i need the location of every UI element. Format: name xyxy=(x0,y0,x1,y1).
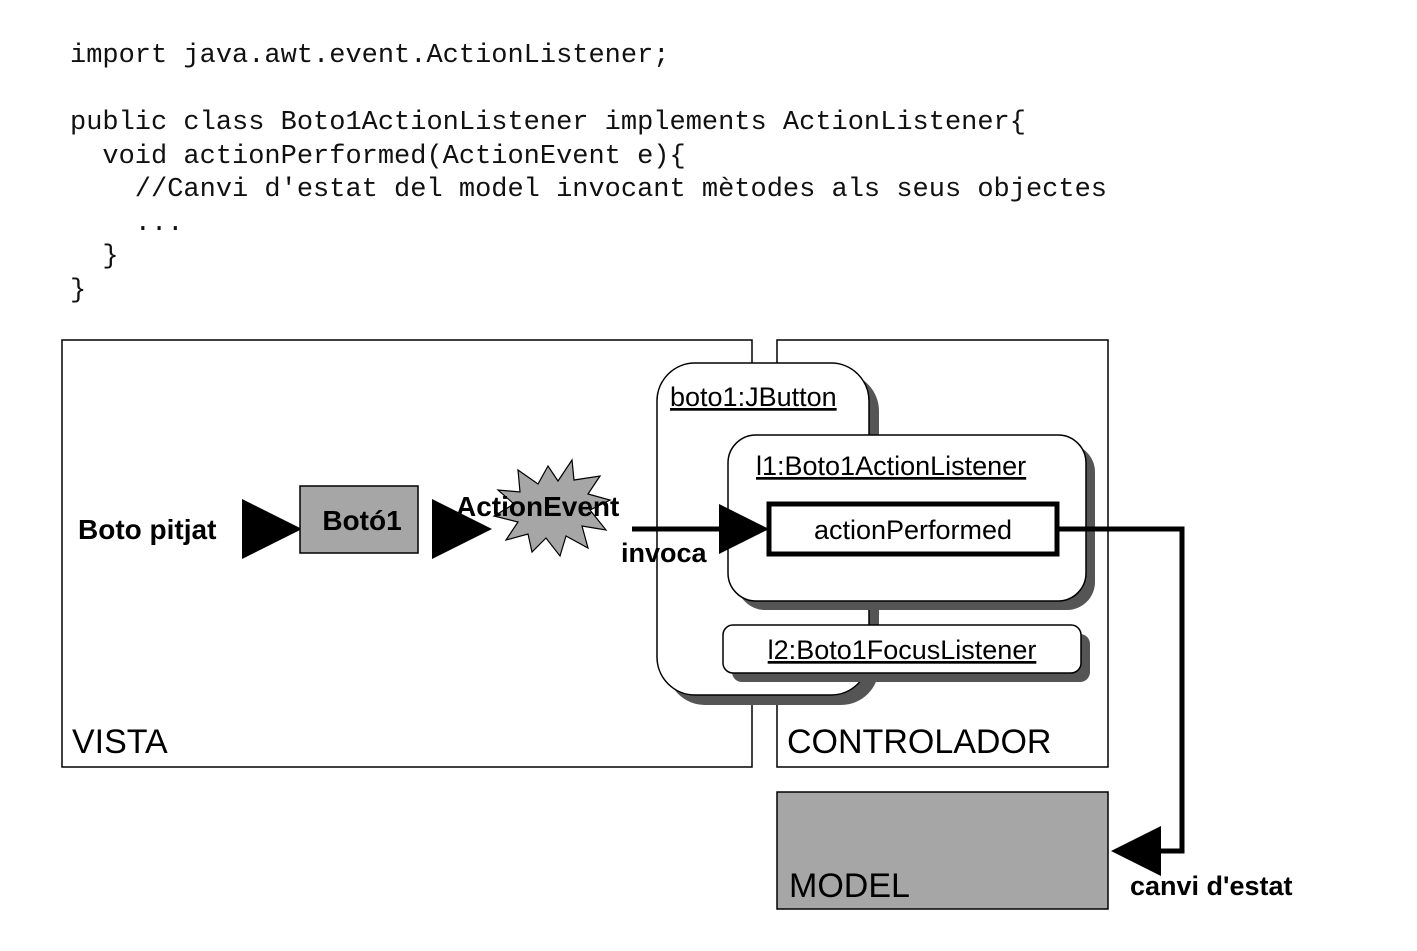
listener2-box xyxy=(722,624,1082,674)
action-event-burst-icon xyxy=(492,458,612,558)
vista-label: VISTA xyxy=(72,723,168,761)
jbutton-label: boto1:JButton xyxy=(670,382,837,412)
boto1-box xyxy=(299,485,419,554)
action-performed-box xyxy=(766,501,1060,557)
canvi-estat-label: canvi d'estat xyxy=(1130,871,1293,901)
model-label: MODEL xyxy=(789,867,910,905)
listener2-label: l2:Boto1FocusListener xyxy=(768,635,1037,665)
code-line: } xyxy=(70,242,119,272)
code-listing: import java.awt.event.ActionListener; pub… xyxy=(70,40,1107,308)
code-line: public class Boto1ActionListener impleme… xyxy=(70,108,1026,138)
boto-pitjat-label: Boto pitjat xyxy=(78,514,216,545)
code-line: import java.awt.event.ActionListener; xyxy=(70,41,670,71)
action-event-label: ActionEvent xyxy=(456,491,619,522)
code-line: void actionPerformed(ActionEvent e){ xyxy=(70,141,686,172)
action-performed-label: actionPerformed xyxy=(814,515,1012,545)
listener1-label: l1:Boto1ActionListener xyxy=(756,451,1026,481)
controlador-label: CONTROLADOR xyxy=(787,723,1051,761)
invoca-label: invoca xyxy=(621,538,708,568)
code-line: } xyxy=(70,275,87,306)
model-box xyxy=(776,791,1109,910)
code-line: ... xyxy=(70,208,184,239)
arrow-canvi-estat xyxy=(1057,526,1185,876)
code-line: //Canvi d'estat del model invocant mètod… xyxy=(70,175,1107,205)
boto1-label: Botó1 xyxy=(322,505,401,536)
